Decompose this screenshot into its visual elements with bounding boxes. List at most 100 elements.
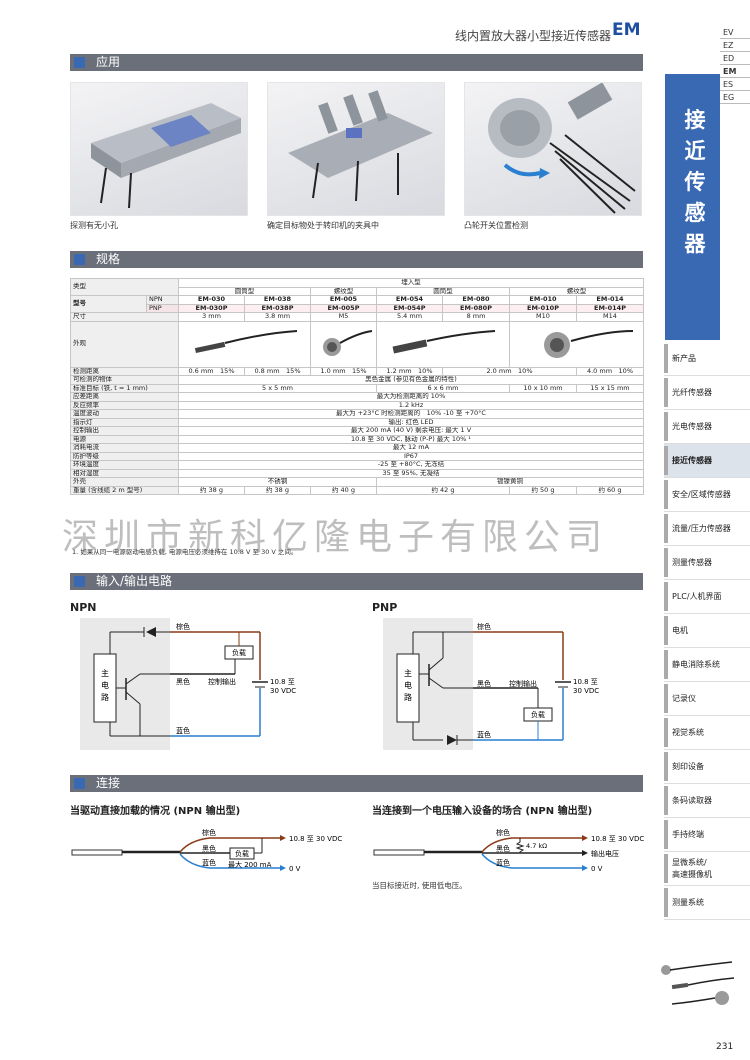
model-cell: EM-010P	[509, 303, 577, 313]
spec-value: 镀镍黄铜	[376, 477, 644, 487]
side-item[interactable]: 视觉系统	[664, 716, 750, 750]
distance-cell: 0.6 mm 15%	[178, 366, 245, 376]
side-item[interactable]: 安全/区域传感器	[664, 478, 750, 512]
side-item[interactable]: 测量传感器	[664, 546, 750, 580]
spec-label: 可检测的物体	[70, 375, 179, 385]
subtype: 圆筒型	[376, 286, 510, 296]
series-tab-active[interactable]: EM	[720, 65, 750, 78]
wire-label-black: 黑色	[202, 844, 216, 853]
load-label: 负载	[235, 849, 249, 858]
supply-label: 10.8 至	[270, 678, 295, 686]
series-tab[interactable]: ES	[720, 78, 750, 91]
series-tab[interactable]: EV	[720, 26, 750, 39]
spec-value: 10.8 至 30 VDC, 脉动 (P-P) 最大 10% ¹	[178, 434, 644, 444]
side-item[interactable]: 显微系统/ 高速摄像机	[664, 852, 750, 886]
model-cell: EM-005	[310, 295, 377, 305]
subtype: 螺纹型	[310, 286, 377, 296]
wire-label-blue: 蓝色	[477, 730, 491, 739]
spec-label: 标准目标 (铁, t = 1 mm)	[70, 383, 179, 393]
size-cell: M14	[576, 312, 644, 322]
side-item[interactable]: 光纤传感器	[664, 376, 750, 410]
category-vertical-title: 接 近 传 感 器	[678, 105, 712, 260]
side-item[interactable]: 流量/压力传感器	[664, 512, 750, 546]
side-item[interactable]: 手持终端	[664, 818, 750, 852]
cylinder-sensor-icon	[194, 329, 297, 353]
npn-circuit-title: NPN	[70, 601, 97, 614]
side-item[interactable]: 光电传感器	[664, 410, 750, 444]
output-voltage-label: 输出电压	[591, 849, 619, 858]
main-circuit-char: 电	[101, 680, 109, 690]
sensor-appearance-thread	[310, 320, 377, 368]
side-item-line: 显微系统/	[672, 857, 707, 867]
side-item[interactable]: 新产品	[664, 342, 750, 376]
title-char: 传	[684, 170, 706, 194]
wire-label-black: 黑色	[477, 679, 491, 688]
thread-sensor-icon	[322, 329, 372, 356]
series-tab[interactable]: ED	[720, 52, 750, 65]
main-circuit-char: 路	[404, 692, 412, 702]
distance-cell: 1.0 mm 15%	[310, 366, 377, 376]
wire-label-blue: 蓝色	[202, 858, 216, 867]
title-char: 感	[684, 201, 706, 225]
model-cell: EM-080P	[442, 303, 510, 313]
max-current-label: 最大 200 mA	[228, 860, 272, 869]
spec-label: 环境温度	[70, 460, 179, 470]
spec-label: 反应频率	[70, 400, 179, 410]
side-item[interactable]: 条码读取器	[664, 784, 750, 818]
title-char: 近	[684, 139, 706, 163]
main-circuit-char: 路	[101, 692, 109, 702]
series-tabs: EV EZ ED EM ES EG	[720, 26, 750, 104]
connection-right-title: 当连接到一个电压输入设备的场合 (NPN 输出型)	[372, 806, 593, 817]
wire-label-brown: 棕色	[176, 622, 190, 631]
main-circuit-char: 主	[101, 668, 109, 678]
section-bar-connection: 连接	[70, 775, 643, 792]
side-item[interactable]: 刻印设备	[664, 750, 750, 784]
weight-cell: 约 42 g	[376, 485, 510, 495]
wire-label-brown: 棕色	[202, 828, 216, 837]
application-photo-3	[464, 82, 642, 216]
side-item-active[interactable]: 接近传感器	[664, 444, 750, 478]
size-cell: M5	[310, 312, 377, 322]
title-char: 接	[684, 108, 706, 132]
spec-label: 尺寸	[70, 312, 179, 322]
connection-left-diagram: 负载 棕色 黑色 蓝色 最大 200 mA 10.8 至 30 VDC 0 V	[71, 828, 342, 873]
section-bar-application: 应用	[70, 54, 643, 71]
series-tab[interactable]: EZ	[720, 39, 750, 52]
type-group: 埋入型	[178, 278, 644, 288]
series-tab[interactable]: EG	[720, 91, 750, 104]
side-item[interactable]: 记录仪	[664, 682, 750, 716]
wire-label-black: 黑色	[176, 677, 190, 686]
spec-table: 类型 埋入型 圆筒型 螺纹型 圆筒型 螺纹型 型号 NPN EM-030 EM-…	[70, 278, 644, 495]
resistor-label: 4.7 kΩ	[526, 842, 547, 850]
spec-label: 重量 (含线缆 2 m 型号)	[70, 485, 179, 495]
connection-right-diagram: 棕色 黑色 蓝色 4.7 kΩ 10.8 至 30 VDC 输出电压 0 V	[373, 828, 644, 873]
section-bar-io: 输入/输出电路	[70, 573, 643, 590]
sensor-appearance-thread	[509, 320, 644, 368]
size-cell: 8 mm	[442, 312, 510, 322]
spec-value: 35 至 95%, 无凝结	[178, 468, 644, 478]
supply-voltage-label: 10.8 至 30 VDC	[591, 835, 644, 843]
spec-value: 最大 200 mA (40 V) 剩余电压: 最大 1 V	[178, 426, 644, 436]
title-char: 器	[684, 232, 706, 256]
model-cell: EM-030P	[178, 303, 245, 313]
spec-label: 外壳	[70, 477, 179, 487]
zero-volt-label: 0 V	[591, 865, 603, 873]
control-output-label: 控制输出	[208, 677, 236, 686]
section-bar-spec: 规格	[70, 251, 643, 268]
side-item[interactable]: PLC/人机界面	[664, 580, 750, 614]
distance-cell: 1.2 mm 10%	[376, 366, 443, 376]
spec-label: 防护等级	[70, 451, 179, 461]
caption-1: 探测有无小孔	[70, 221, 118, 230]
side-item[interactable]: 静电消除系统	[664, 648, 750, 682]
cam-switch-illustration	[488, 82, 636, 214]
side-item[interactable]: 电机	[664, 614, 750, 648]
wire-label-brown: 棕色	[496, 828, 510, 837]
spec-label: 温度波动	[70, 409, 179, 419]
connection-note: 当目标接近时, 使用低电压。	[372, 881, 467, 890]
side-item[interactable]: 测量系统	[664, 886, 750, 920]
sensor-appearance-cylinder	[178, 320, 311, 368]
spec-label: 消耗电流	[70, 443, 179, 453]
model-cell: EM-054P	[376, 303, 443, 313]
distance-cell: 2.0 mm 10%	[442, 366, 577, 376]
model-cell: EM-005P	[310, 303, 377, 313]
